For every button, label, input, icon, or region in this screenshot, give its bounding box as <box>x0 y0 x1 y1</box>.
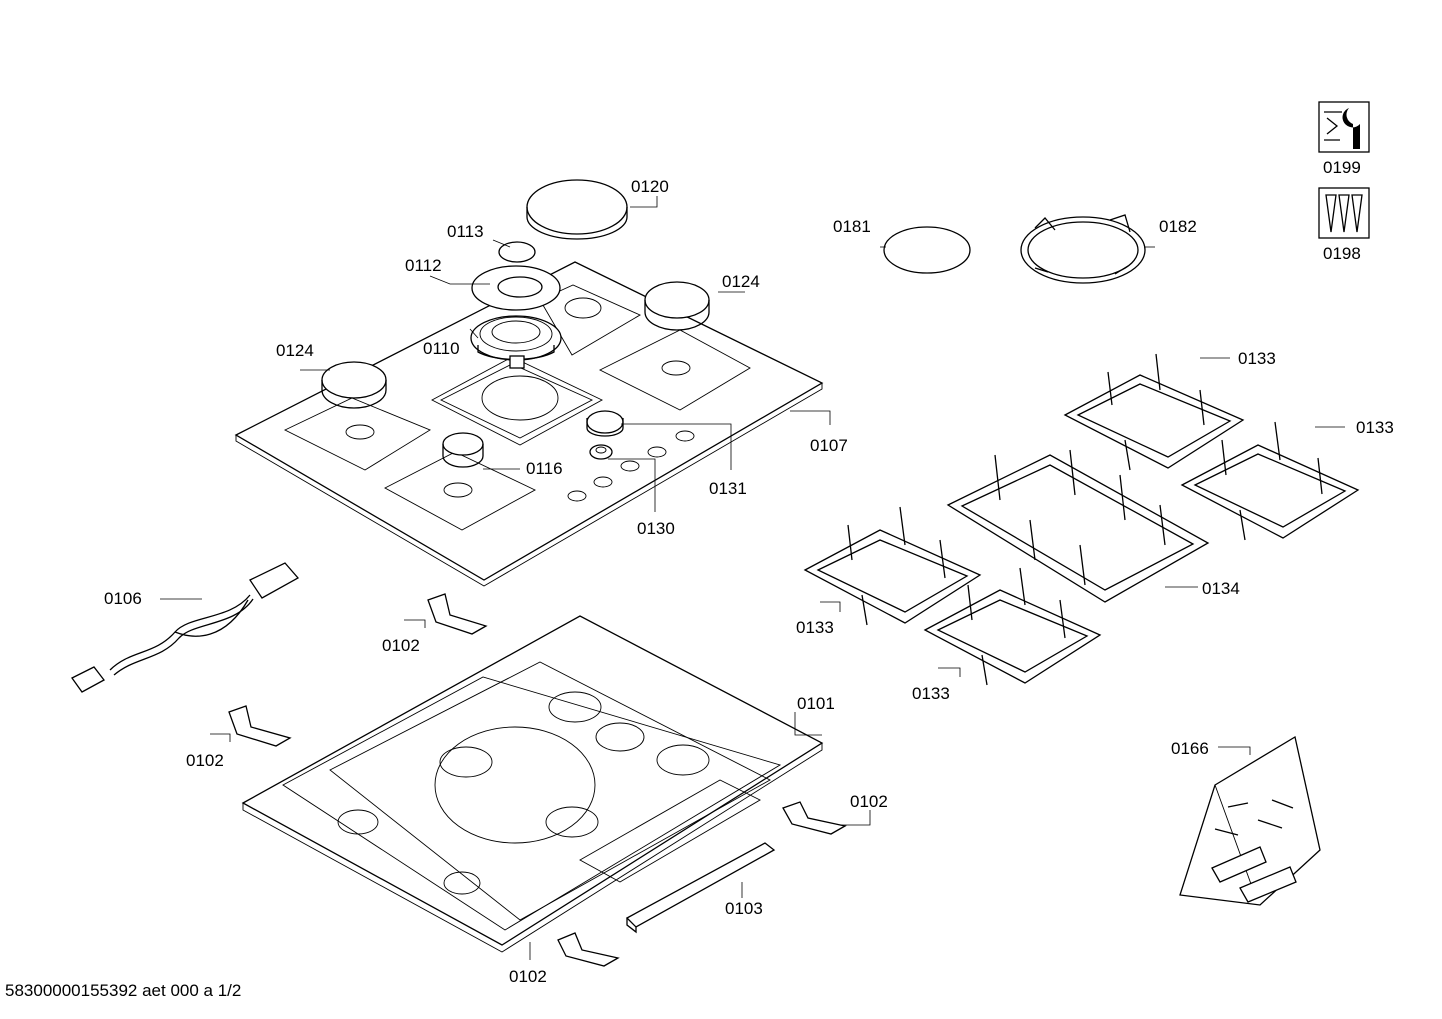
label-0124-left: 0124 <box>276 341 314 360</box>
pan-support-top <box>1063 353 1245 471</box>
burner-cap-small <box>442 432 484 468</box>
label-0107: 0107 <box>810 436 848 455</box>
leader-lines <box>160 196 1345 960</box>
fixing-bracket-4 <box>557 932 620 967</box>
label-0103: 0103 <box>725 899 763 918</box>
part-labels: 0120 0113 0112 0110 0124 0124 0107 0116 … <box>104 158 1394 986</box>
burner-cap-right <box>644 281 710 331</box>
burner-cap-left <box>321 361 387 409</box>
hob-top-plate <box>234 261 824 587</box>
document-id: 58300000155392 aet 000 a 1/2 <box>5 981 242 1000</box>
label-0133-right: 0133 <box>1356 418 1394 437</box>
label-0102-top: 0102 <box>382 636 420 655</box>
wok-ring <box>1020 214 1146 284</box>
label-0133-top: 0133 <box>1238 349 1276 368</box>
label-0133-left: 0133 <box>796 618 834 637</box>
label-0198: 0198 <box>1323 244 1361 263</box>
power-cord <box>71 562 300 693</box>
label-0102-left: 0102 <box>186 751 224 770</box>
pan-support-right <box>1180 421 1360 541</box>
label-0106: 0106 <box>104 589 142 608</box>
label-0181: 0181 <box>833 217 871 236</box>
label-0116: 0116 <box>526 459 563 478</box>
label-0133-bottom: 0133 <box>912 684 950 703</box>
label-0130: 0130 <box>637 519 675 538</box>
label-0182: 0182 <box>1159 217 1197 236</box>
screws-icon <box>1318 187 1370 239</box>
label-0110: 0110 <box>423 339 460 358</box>
pan-support-bottom <box>923 567 1102 686</box>
label-0113: 0113 <box>447 222 484 241</box>
label-0199: 0199 <box>1323 158 1361 177</box>
trim-strip <box>625 842 776 934</box>
pan-support-left <box>803 506 982 626</box>
label-0112: 0112 <box>405 256 442 275</box>
wok-burner-assembly <box>470 179 628 369</box>
fixing-bracket-1 <box>427 593 488 635</box>
hardware-bag <box>1179 735 1321 906</box>
simmer-plate <box>883 226 971 274</box>
label-0124-right: 0124 <box>722 272 760 291</box>
label-0166: 0166 <box>1171 739 1209 758</box>
control-knob <box>586 410 624 460</box>
label-0134: 0134 <box>1202 579 1240 598</box>
pan-support-large <box>946 449 1210 603</box>
label-0120: 0120 <box>631 177 669 196</box>
label-0102-right: 0102 <box>850 792 888 811</box>
fixing-bracket-3 <box>782 801 847 835</box>
label-0101: 0101 <box>797 694 835 713</box>
fixing-bracket-2 <box>228 705 292 747</box>
base-tray <box>241 615 824 953</box>
label-0131: 0131 <box>709 479 747 498</box>
label-0102-bottom: 0102 <box>509 967 547 986</box>
wrench-icon <box>1318 101 1370 153</box>
